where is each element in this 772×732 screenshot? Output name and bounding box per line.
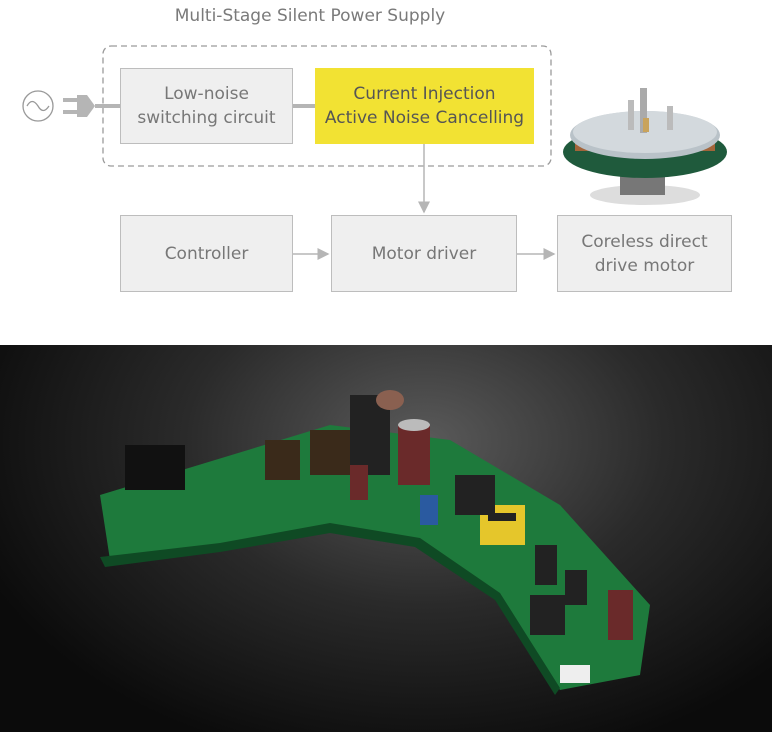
motor-driver-block: Motor driver <box>331 215 517 292</box>
active-noise-cancelling-block: Current Injection Active Noise Cancellin… <box>315 68 534 144</box>
coreless-motor-block: Coreless direct drive motor <box>557 215 732 292</box>
motor-image <box>563 88 727 205</box>
controller-block: Controller <box>120 215 293 292</box>
power-supply-group-border <box>102 45 552 167</box>
connectors <box>22 45 727 260</box>
motor-driver-label: Motor driver <box>371 243 477 264</box>
coreless-motor-label: Coreless direct drive motor <box>581 231 708 276</box>
controller-label: Controller <box>164 243 249 264</box>
low-noise-switching-block: Low-noise switching circuit <box>120 68 293 144</box>
plug-icon <box>63 95 95 117</box>
active-noise-cancelling-label: Current Injection Active Noise Cancellin… <box>324 84 525 128</box>
low-noise-switching-label: Low-noise switching circuit <box>137 84 276 128</box>
ac-source-icon <box>22 90 54 122</box>
pcb-board-image <box>100 390 650 695</box>
diagram-title: Multi-Stage Silent Power Supply <box>174 6 446 26</box>
pcb-photo <box>0 345 772 732</box>
